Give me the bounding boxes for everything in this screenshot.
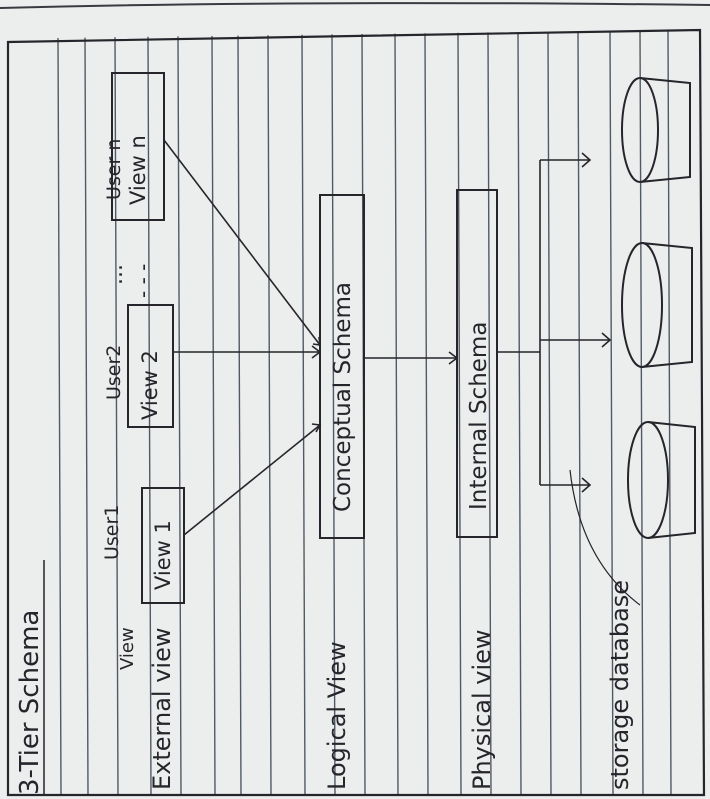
ruled-line <box>301 34 306 796</box>
ruled-line <box>57 37 62 796</box>
label-external-view: External view <box>148 628 176 790</box>
arrowhead-viewn <box>312 336 321 346</box>
arrowhead-db-middle <box>601 332 612 348</box>
ruled-line <box>424 33 429 796</box>
conceptual-schema-label: Conceptual Schema <box>330 282 356 512</box>
view-n-label: View n <box>126 135 150 205</box>
label-physical-view: Physical view <box>468 629 496 790</box>
arrow-view1-to-conceptual <box>183 424 321 536</box>
view-1-box <box>141 487 185 604</box>
view-2-box <box>127 304 174 428</box>
ruled-line <box>177 36 182 796</box>
view-1-label: View 1 <box>151 520 175 590</box>
arrowhead-view1 <box>311 423 322 433</box>
view-2-label: View 2 <box>138 350 162 420</box>
ruled-line <box>84 37 89 796</box>
internal-schema-label: Internal Schema <box>466 322 492 510</box>
arrow-viewn-to-conceptual <box>163 139 321 346</box>
user-1-label: User1 <box>101 505 123 560</box>
view-n-box <box>111 72 165 221</box>
ruled-line <box>667 29 672 796</box>
ruled-line <box>211 35 216 796</box>
ruled-line <box>577 31 582 796</box>
label-logical-view: Logical View <box>323 641 351 790</box>
diagram-title: 3-Tier Schema <box>15 610 45 795</box>
database-cylinder-top <box>621 77 691 183</box>
database-cylinders <box>621 77 696 539</box>
arrowhead-internal <box>448 351 459 365</box>
database-cylinder-middle <box>621 242 693 368</box>
ruled-line <box>517 31 522 796</box>
pointer-to-storage-label <box>569 469 641 606</box>
users-ellipsis: ... <box>103 264 128 285</box>
ruled-line <box>331 34 336 796</box>
ruled-line <box>394 33 399 796</box>
label-storage-database: storage database <box>606 580 634 790</box>
arrowhead-view2 <box>311 345 322 359</box>
mapping-arrows <box>163 139 641 606</box>
views-dashes: - - - <box>131 264 155 298</box>
arrowhead-db-top <box>581 152 592 168</box>
ruled-line <box>609 30 614 796</box>
conceptual-schema-box <box>319 194 365 539</box>
user-2-label: User2 <box>103 345 125 400</box>
ruled-line <box>639 30 644 796</box>
ruled-line <box>114 37 119 796</box>
ruled-line <box>547 31 552 796</box>
database-cylinder-bottom <box>627 421 696 539</box>
ruled-line <box>147 36 152 796</box>
arrowhead-db-bottom <box>581 477 592 493</box>
internal-schema-box <box>456 189 498 538</box>
diagram-border <box>6 28 706 797</box>
ruled-line <box>237 35 242 796</box>
user-n-label: User n <box>103 139 125 200</box>
page-top-edge <box>0 2 710 9</box>
label-view-side: View <box>117 627 138 670</box>
ruled-line <box>457 32 462 796</box>
ruled-line <box>267 35 272 796</box>
ruled-line <box>487 32 492 796</box>
